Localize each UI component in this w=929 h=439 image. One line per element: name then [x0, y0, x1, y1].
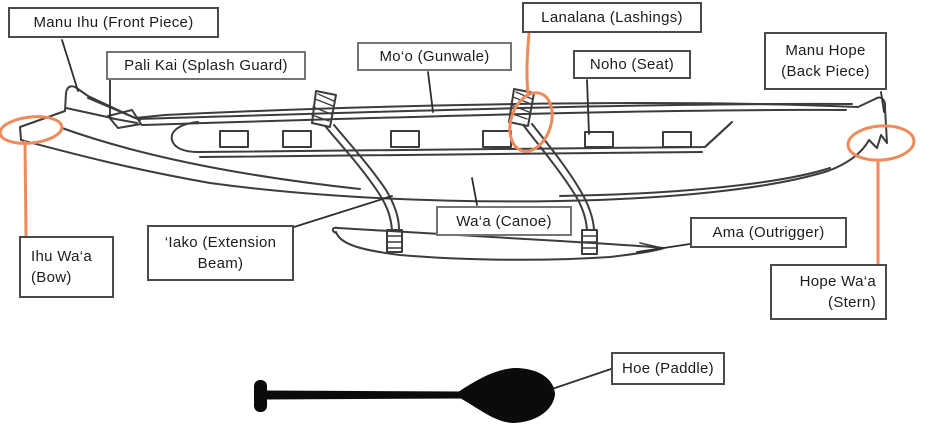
label-lanalana: Lanalana (Lashings): [522, 2, 702, 33]
lashings-highlight-ellipse: [508, 91, 554, 153]
label-ihu-waa: Ihu Wa‘a (Bow): [19, 236, 114, 298]
splash-guard-shape: [107, 109, 142, 129]
hoe-leader-line: [551, 368, 612, 390]
label-iako: ‘Iako (Extension Beam): [147, 225, 294, 281]
label-manu-ihu: Manu Ihu (Front Piece): [8, 7, 219, 38]
leader-lines: [61, 39, 885, 390]
cockpit-opening: [170, 121, 733, 153]
label-moo: Mo‘o (Gunwale): [357, 42, 512, 71]
paddle-blade: [458, 368, 555, 423]
paddle-shaft: [265, 390, 463, 400]
paddle-silhouette: [254, 368, 555, 423]
label-hoe: Hoe (Paddle): [611, 352, 725, 385]
label-waa: Wa‘a (Canoe): [436, 206, 572, 236]
iako-leader-line: [293, 195, 393, 228]
label-manu-hope: Manu Hope (Back Piece): [764, 32, 887, 90]
label-hope-waa: Hope Wa‘a (Stern): [770, 264, 887, 320]
manu-hope-leader-line: [880, 91, 885, 113]
moo-leader-line: [427, 71, 434, 113]
ihu-waa-leader-line: [23, 140, 28, 238]
ama-leader-line: [636, 243, 691, 253]
ama-drawing: [331, 226, 665, 261]
manu-ihu-leader-line: [61, 39, 79, 92]
label-pali-kai: Pali Kai (Splash Guard): [106, 51, 306, 80]
stern-highlight-ellipse: [846, 124, 916, 162]
paddle-grip: [254, 380, 267, 412]
lanalana-leader-line: [525, 32, 531, 95]
canoe-hull-drawing: [19, 85, 888, 203]
waa-leader-line: [471, 177, 478, 206]
highlight-marks: [0, 32, 916, 266]
bow-highlight-ellipse: [0, 115, 64, 145]
noho-leader-line: [586, 79, 590, 135]
label-noho: Noho (Seat): [573, 50, 691, 79]
label-ama: Ama (Outrigger): [690, 217, 847, 248]
